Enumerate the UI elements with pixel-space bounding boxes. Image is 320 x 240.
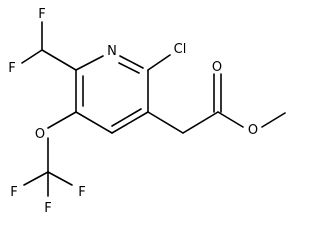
bond-c6-n — [75, 55, 104, 71]
bond-c2-cl — [147, 54, 171, 71]
difluoromethyl-group — [21, 21, 77, 71]
bond-c3-ch2 — [147, 111, 184, 134]
molecule-structure: N Cl F F O F F F O O — [8, 7, 286, 216]
trifluoromethoxy-group — [23, 111, 77, 197]
bond-c4-c5 — [75, 111, 113, 134]
bond-cf3-f-right — [47, 171, 73, 186]
bond-c3-c4 — [111, 111, 149, 134]
atom-f-top: F — [38, 7, 45, 22]
atom-n: N — [107, 44, 117, 59]
bond-ch2-carbonyl — [182, 111, 219, 134]
atom-o-ether: O — [35, 127, 45, 142]
atom-f-cf3-left: F — [10, 185, 17, 200]
methyl-acetate-group — [147, 73, 286, 134]
bond-c6-chf2 — [41, 49, 77, 71]
atom-f-left: F — [8, 61, 15, 76]
bond-n-c2 — [119, 55, 144, 69]
atom-f-cf3-bottom: F — [44, 201, 51, 216]
bond-cf3-f-left — [23, 171, 49, 186]
bond-o-methyl — [261, 112, 286, 128]
pyridine-ring — [75, 55, 149, 134]
atom-cl: Cl — [174, 42, 187, 57]
bond-c3-c4-double — [111, 108, 142, 127]
atom-o-carbonyl: O — [212, 60, 222, 75]
bond-chf2-f-left — [21, 49, 43, 64]
bond-c5-o — [47, 111, 77, 129]
bond-n-c2-double — [118, 62, 140, 74]
atom-o-ester: O — [248, 123, 258, 138]
atom-f-cf3-right: F — [78, 185, 85, 200]
bond-carbonyl-o-ester — [217, 111, 244, 128]
structure-canvas: N Cl F F O F F F O O — [8, 7, 286, 216]
